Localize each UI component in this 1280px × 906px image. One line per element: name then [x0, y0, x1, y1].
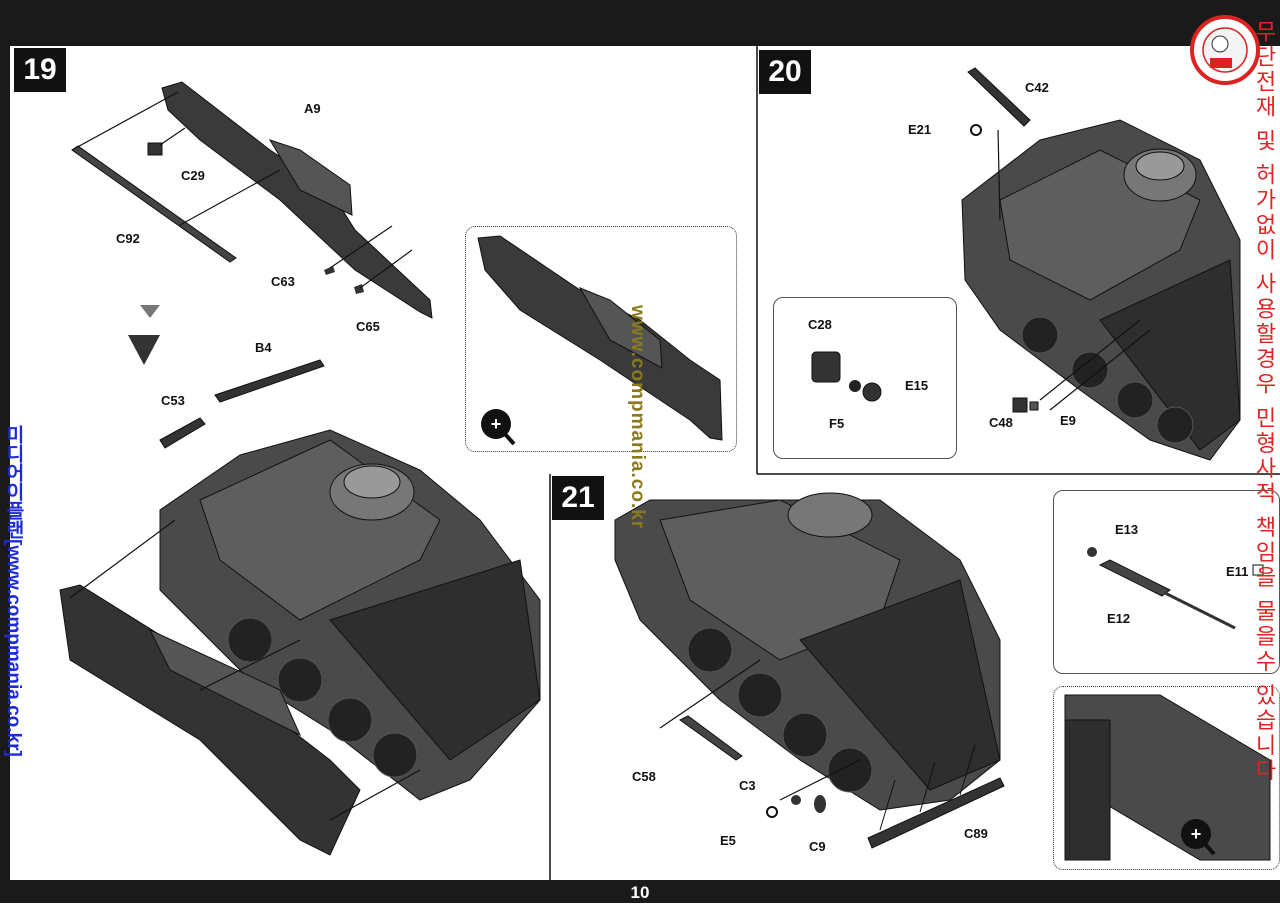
- magnify-icon-19: [481, 409, 511, 439]
- label-c65: C65: [356, 319, 380, 334]
- svg-text:+: +: [491, 414, 502, 434]
- detail-inset-20: [773, 297, 957, 459]
- vehicle-hull-19: [159, 429, 541, 801]
- label-c9: C9: [809, 839, 826, 854]
- part-c53: [159, 417, 206, 449]
- part-b4: [214, 359, 325, 403]
- label-c53: C53: [161, 393, 185, 408]
- svg-text:+: +: [1191, 824, 1202, 844]
- part-e13: [1087, 547, 1097, 557]
- label-c92: C92: [116, 231, 140, 246]
- zoom-inset-19: [465, 226, 737, 452]
- part-c29: [147, 142, 163, 156]
- part-c9: [814, 795, 826, 813]
- step-20-badge: 20: [759, 50, 811, 94]
- label-c63: C63: [271, 274, 295, 289]
- left-bar: [0, 46, 10, 880]
- part-e5: [766, 806, 778, 818]
- label-e5: E5: [720, 833, 736, 848]
- label-c42: C42: [1025, 80, 1049, 95]
- side-skirt-19: [59, 584, 361, 856]
- label-c28: C28: [808, 317, 832, 332]
- part-c28: [811, 351, 841, 383]
- vehicle-hull-20: [961, 119, 1241, 461]
- part-e11: [1164, 591, 1236, 630]
- label-b4: B4: [255, 340, 272, 355]
- side-plate-a9: [161, 81, 433, 319]
- step-21-badge: 21: [552, 476, 604, 520]
- watermark-right: 무단전재 및 허가없이 사용할경우 민형사적 책임을 물을수 있습니다: [1252, 20, 1277, 784]
- part-c58: [679, 715, 743, 761]
- watermark-left: 미디어이플랜[www.compmania.co.kr]: [3, 425, 24, 757]
- part-e12: [1098, 559, 1171, 597]
- label-c29: C29: [181, 168, 205, 183]
- part-e21: [970, 124, 982, 136]
- step-19-badge: 19: [14, 48, 66, 92]
- part-f5: [849, 380, 861, 392]
- label-e12: E12: [1107, 611, 1131, 626]
- label-c58: C58: [632, 769, 656, 784]
- part-c89: [867, 777, 1005, 849]
- page-number: 10: [630, 883, 650, 902]
- label-c3: C3: [739, 778, 756, 793]
- watermark-center: www.compmania.co.kr: [627, 305, 648, 530]
- label-e15: E15: [905, 378, 929, 393]
- label-c89: C89: [964, 826, 988, 841]
- magnify-icon-21: [1181, 819, 1211, 849]
- label-a9: A9: [304, 101, 321, 116]
- label-e21: E21: [908, 122, 932, 137]
- part-c48: [1012, 397, 1028, 413]
- label-f5: F5: [829, 416, 845, 431]
- part-e9: [1029, 401, 1039, 411]
- part-c42: [967, 67, 1031, 127]
- label-c48: C48: [989, 415, 1013, 430]
- label-e9: E9: [1060, 413, 1076, 428]
- vehicle-hull-21: [614, 492, 1001, 811]
- bottom-bar: [0, 880, 1280, 903]
- label-e11: E11: [1226, 564, 1249, 579]
- label-e13: E13: [1115, 522, 1139, 537]
- part-e11-mark: [1252, 564, 1264, 576]
- top-bar: [0, 0, 1280, 46]
- part-c3: [791, 795, 801, 805]
- part-e15: [862, 382, 882, 402]
